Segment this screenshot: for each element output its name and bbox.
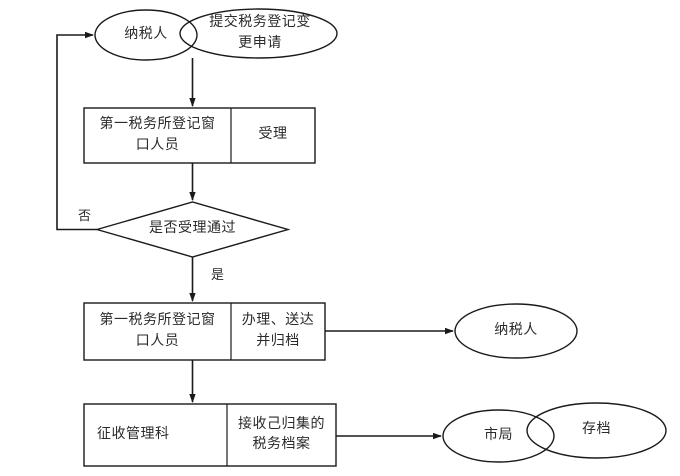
node-taxpayer-end-shape[interactable] [454, 303, 578, 359]
edge-label-no: 否 [78, 208, 92, 223]
node-window-staff-2-shape[interactable] [83, 302, 326, 361]
node-archive-store-shape[interactable] [526, 402, 667, 459]
edge-label-yes: 是 [211, 267, 225, 282]
node-taxpayer-start-shape[interactable] [94, 9, 198, 61]
node-submit-request-shape[interactable] [179, 8, 338, 59]
node-collection-dept-shape[interactable] [83, 403, 337, 467]
node-city-bureau-shape[interactable] [442, 409, 555, 463]
edge-decision-no-loop [56, 31, 97, 231]
node-decision-accept-shape[interactable] [94, 201, 291, 258]
node-window-staff-1-shape[interactable] [83, 107, 316, 164]
